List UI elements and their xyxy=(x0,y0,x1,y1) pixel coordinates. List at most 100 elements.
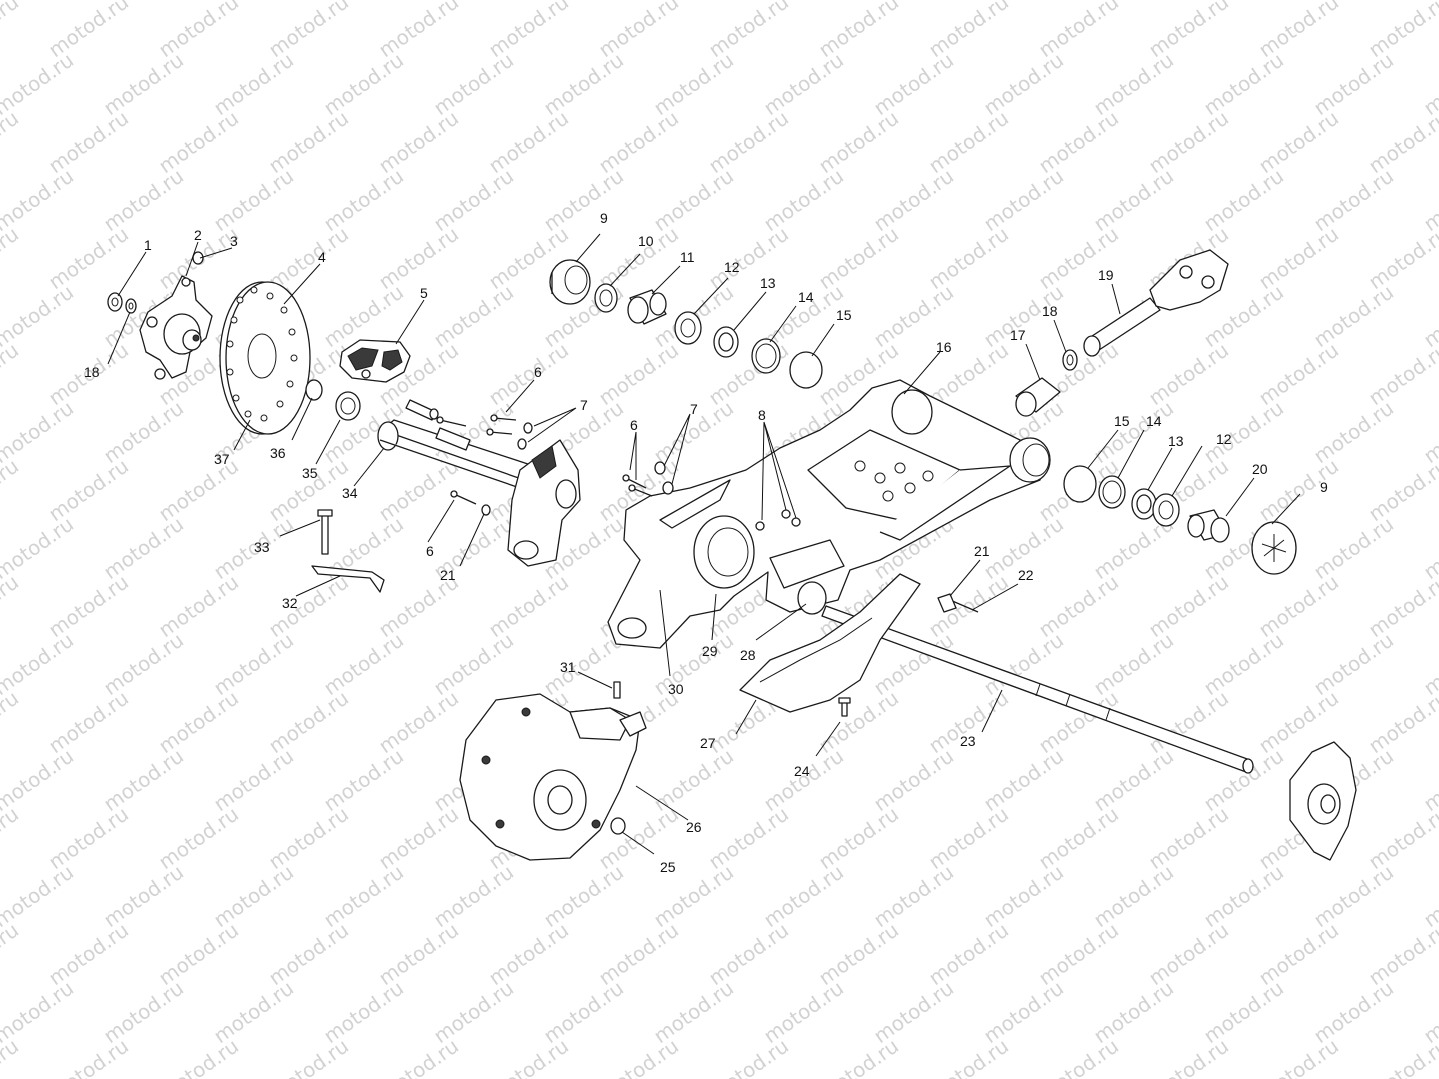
bearing-part-13-right xyxy=(1131,488,1157,520)
bracket-part-34b xyxy=(507,439,581,567)
watermark-text: motod.ru xyxy=(1309,628,1398,700)
watermark-text: motod.ru xyxy=(869,48,958,120)
plate-part-32 xyxy=(311,565,385,593)
watermark-text: motod.ru xyxy=(0,976,78,1048)
watermark-text: motod.ru xyxy=(99,744,188,816)
watermark-text: motod.ru xyxy=(264,570,353,642)
watermark-text: motod.ru xyxy=(484,570,573,642)
watermark-text: motod.ru xyxy=(99,512,188,584)
watermark-text: motod.ru xyxy=(1034,1034,1123,1079)
bolts-part-6-frame xyxy=(622,474,653,497)
watermark-text: motod.ru xyxy=(814,106,903,178)
watermark-text: motod.ru xyxy=(1199,628,1288,700)
watermark-text: motod.ru xyxy=(319,48,408,120)
watermark-text: motod.ru xyxy=(484,918,573,990)
watermark-text: motod.ru xyxy=(1034,570,1123,642)
callout-9b: 9 xyxy=(1320,479,1328,495)
watermark-text: motod.ru xyxy=(814,222,903,294)
callout-7b: 7 xyxy=(690,401,698,417)
watermark-text: motod.ru xyxy=(704,222,793,294)
watermark-text: motod.ru xyxy=(649,48,738,120)
watermark-text: motod.ru xyxy=(429,860,518,932)
watermark-text: motod.ru xyxy=(374,1034,463,1079)
callout-16: 16 xyxy=(936,339,952,355)
watermark-text: motod.ru xyxy=(44,454,133,526)
watermark-text: motod.ru xyxy=(44,222,133,294)
watermark-text: motod.ru xyxy=(759,744,848,816)
callout-5: 5 xyxy=(420,285,428,301)
watermark-text: motod.ru xyxy=(1089,860,1178,932)
watermark-text: motod.ru xyxy=(539,164,628,236)
watermark-text: motod.ru xyxy=(374,454,463,526)
watermark-text: motod.ru xyxy=(0,48,78,120)
watermark-text: motod.ru xyxy=(869,164,958,236)
watermark-text: motod.ru xyxy=(1034,802,1123,874)
callout-6c: 6 xyxy=(426,543,434,559)
watermark-text: motod.ru xyxy=(814,802,903,874)
watermark-text: motod.ru xyxy=(154,570,243,642)
screw-part-24 xyxy=(838,697,851,717)
watermark-text: motod.ru xyxy=(209,976,298,1048)
watermark-text: motod.ru xyxy=(0,0,23,62)
callout-19: 19 xyxy=(1098,267,1114,283)
watermark-text: motod.ru xyxy=(1199,976,1288,1048)
watermark-text: motod.ru xyxy=(1309,48,1398,120)
watermark-text: motod.ru xyxy=(0,686,23,758)
callout-15b: 15 xyxy=(1114,413,1130,429)
watermark-text: motod.ru xyxy=(1364,106,1439,178)
watermark-text: motod.ru xyxy=(154,686,243,758)
callout-37: 37 xyxy=(214,451,230,467)
watermark-text: motod.ru xyxy=(264,1034,353,1079)
watermark-text: motod.ru xyxy=(0,744,78,816)
watermark-text: motod.ru xyxy=(1364,802,1439,874)
watermark-text: motod.ru xyxy=(154,1034,243,1079)
callout-30: 30 xyxy=(668,681,684,697)
skid-plate-part-27 xyxy=(739,573,921,713)
watermark-text: motod.ru xyxy=(704,802,793,874)
key-part-31 xyxy=(613,681,621,699)
watermark-text: motod.ru xyxy=(759,976,848,1048)
watermark-text: motod.ru xyxy=(1199,860,1288,932)
callout-34: 34 xyxy=(342,485,358,501)
race-part-14-upper xyxy=(751,338,781,374)
watermark-text: motod.ru xyxy=(1034,222,1123,294)
watermark-text: motod.ru xyxy=(594,918,683,990)
watermark-text: motod.ru xyxy=(924,802,1013,874)
callout-18a: 18 xyxy=(1042,303,1058,319)
watermark-text: motod.ru xyxy=(979,976,1068,1048)
watermark-text: motod.ru xyxy=(1089,976,1178,1048)
seal-part-10 xyxy=(594,283,618,313)
callout-31: 31 xyxy=(560,659,576,675)
parts-drawing xyxy=(107,249,1357,861)
watermark-text: motod.ru xyxy=(1089,396,1178,468)
watermark-text: motod.ru xyxy=(1144,106,1233,178)
watermark-text: motod.ru xyxy=(484,106,573,178)
callout-6a: 6 xyxy=(534,364,542,380)
watermark-text: motod.ru xyxy=(319,628,408,700)
watermark-text: motod.ru xyxy=(1309,512,1398,584)
callout-2: 2 xyxy=(194,227,202,243)
watermark-text: motod.ru xyxy=(759,860,848,932)
callout-21b: 21 xyxy=(974,543,990,559)
callout-12a: 12 xyxy=(724,259,740,275)
driveshaft-part-19 xyxy=(1083,249,1229,357)
watermark-text: motod.ru xyxy=(1364,338,1439,410)
watermark-text: motod.ru xyxy=(0,396,78,468)
watermark-text: motod.ru xyxy=(539,860,628,932)
watermark-text: motod.ru xyxy=(1254,1034,1343,1079)
watermark-text: motod.ru xyxy=(209,744,298,816)
watermark-text: motod.ru xyxy=(814,1034,903,1079)
wheel-hub-part-2 xyxy=(139,275,213,380)
callout-4: 4 xyxy=(318,249,326,265)
watermark-text: motod.ru xyxy=(0,628,78,700)
watermark-text: motod.ru xyxy=(1254,570,1343,642)
washer-part-18-left xyxy=(125,298,137,314)
watermark-text: motod.ru xyxy=(0,454,23,526)
bearing-part-35 xyxy=(335,391,361,421)
watermark-text: motod.ru xyxy=(1144,1034,1233,1079)
callout-17: 17 xyxy=(1010,327,1026,343)
callout-labels: 1 2 3 4 5 6 7 6 7 8 9 10 11 12 13 14 15 … xyxy=(84,210,1328,875)
watermark-text: motod.ru xyxy=(319,164,408,236)
watermark-text: motod.ru xyxy=(1364,222,1439,294)
